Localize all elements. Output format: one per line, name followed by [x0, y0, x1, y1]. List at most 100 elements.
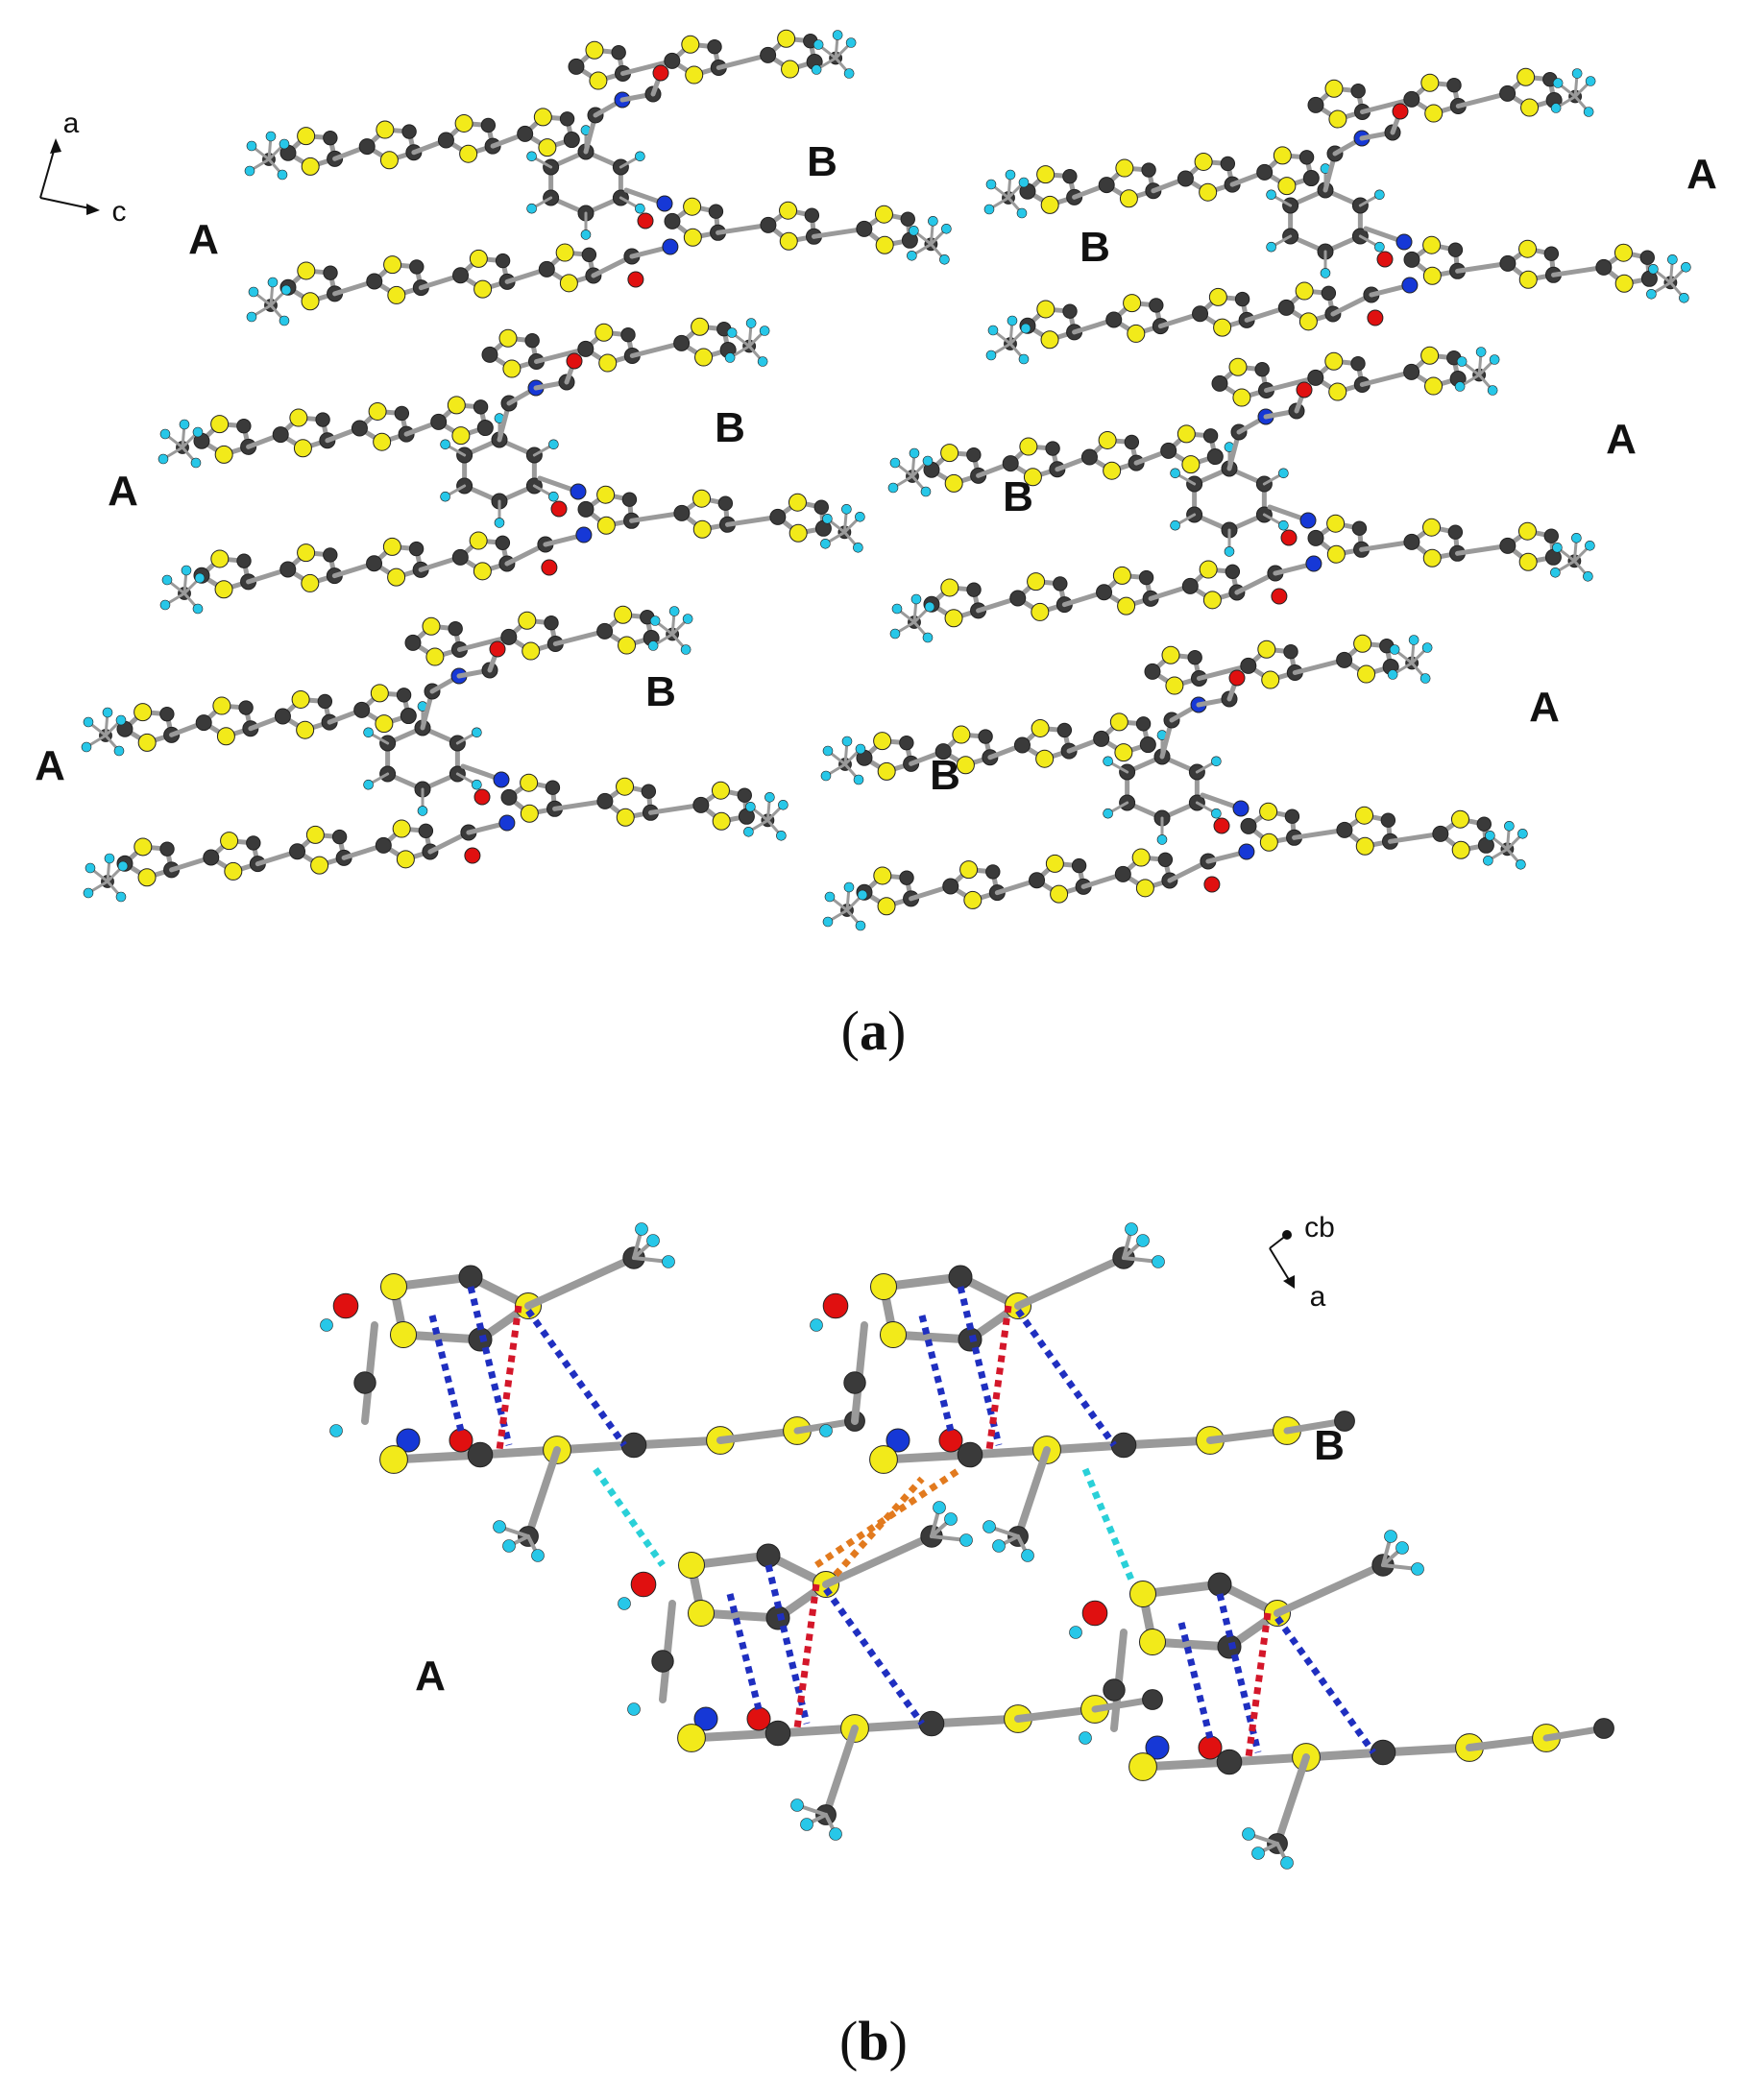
hydrogen-atom	[472, 727, 482, 738]
carbon-atom	[1225, 564, 1241, 579]
sulfur-atom	[1261, 670, 1280, 689]
hydrogen-atom	[920, 486, 932, 497]
hydrogen-atom	[1571, 68, 1583, 79]
hydrogen-atom	[363, 727, 374, 738]
block-label: A	[35, 742, 65, 789]
bond	[724, 514, 781, 527]
bond	[687, 1728, 783, 1743]
sulfur-atom	[559, 274, 578, 293]
sulfur-atom	[396, 850, 415, 869]
sulfur-atom	[473, 279, 493, 299]
hydrogen-atom	[440, 439, 450, 450]
contact-blue	[525, 1308, 627, 1448]
bond	[1387, 831, 1444, 844]
bond	[1455, 260, 1511, 274]
hydrogen-atom	[855, 743, 866, 755]
molecular-bilayer-2	[983, 67, 1691, 365]
carbon-atom	[813, 499, 829, 515]
hydrogen-atom	[757, 356, 768, 367]
sulfur-atom	[880, 1321, 907, 1348]
oxygen-atom	[1296, 381, 1313, 398]
contact-blue	[1274, 1615, 1376, 1755]
carbon-atom	[581, 247, 597, 262]
carbon-atom	[495, 535, 511, 550]
hydrogen-atom	[1485, 831, 1495, 841]
molecular-bilayer-5	[81, 605, 789, 903]
block-label: B	[1314, 1422, 1345, 1469]
hydrogen-atom	[161, 574, 173, 586]
carbon-atom	[1157, 852, 1174, 867]
sulfur-atom	[469, 249, 488, 268]
carbon-atom	[1543, 528, 1559, 543]
hydrogen-atom	[580, 229, 592, 240]
contact-blue	[1177, 1622, 1214, 1739]
sulfur-atom	[533, 108, 552, 127]
sulfur-atom	[293, 439, 312, 458]
carbon-atom	[236, 418, 252, 434]
nitrogen-atom	[656, 195, 673, 212]
hydrogen-atom	[1552, 78, 1564, 88]
hydrogen-atom	[1487, 385, 1498, 396]
hydrogen-atom	[668, 606, 680, 616]
hydrogen-atom	[933, 1501, 946, 1514]
sulfur-atom	[520, 804, 539, 823]
bond	[1274, 1561, 1387, 1617]
bond	[533, 346, 589, 365]
sulfur-atom	[956, 756, 975, 775]
sulfur-atom	[469, 531, 488, 550]
carbon-atom	[272, 426, 289, 444]
sulfur-atom	[688, 1600, 715, 1627]
oxygen-atom	[1203, 876, 1221, 893]
carbon-atom	[948, 1265, 973, 1290]
nitrogen-atom	[396, 1428, 421, 1453]
hydrogen-atom	[824, 891, 836, 903]
carbon-atom	[366, 555, 383, 572]
oxygen-atom	[627, 271, 644, 288]
bond	[1359, 96, 1415, 115]
carbon-atom	[1298, 150, 1315, 165]
caption-b-open: (	[839, 2010, 859, 2072]
hydrogen-atom	[743, 827, 754, 837]
hydrogen-atom	[1170, 468, 1180, 479]
hydrogen-atom	[265, 131, 277, 142]
hydrogen-atom	[822, 916, 834, 928]
hydrogen-atom	[1278, 519, 1289, 531]
bond	[811, 226, 867, 239]
nitrogen-atom	[1401, 277, 1419, 294]
hydrogen-atom	[776, 831, 787, 841]
bond	[879, 1450, 975, 1464]
hydrogen-atom	[832, 30, 843, 40]
hydrogen-atom	[829, 1827, 842, 1841]
axis-label-c: c	[112, 196, 127, 228]
caption-a-open: (	[840, 1000, 860, 1062]
sulfur-atom	[451, 426, 471, 446]
sulfur-atom	[390, 1321, 417, 1348]
carbon-atom	[621, 492, 638, 507]
carbon-atom	[1307, 529, 1324, 546]
axis-arrow-down	[1283, 1275, 1295, 1289]
sulfur-atom	[1050, 884, 1069, 904]
block-label: A	[1529, 684, 1560, 731]
sulfur-atom	[1040, 195, 1059, 214]
hydrogen-atom	[494, 518, 505, 528]
hydrogen-atom	[277, 169, 288, 181]
carbon-atom	[315, 412, 330, 427]
sulfur-atom	[1115, 158, 1134, 178]
hydrogen-atom	[627, 1702, 641, 1716]
sulfur-atom	[594, 323, 614, 342]
hydrogen-atom	[1585, 76, 1596, 86]
axis-indicator-b	[1269, 1230, 1295, 1289]
sulfur-atom	[1131, 848, 1151, 867]
sulfur-atom	[598, 353, 618, 373]
carbon-atom	[707, 39, 722, 55]
hydrogen-atom	[662, 1255, 675, 1268]
carbon-atom	[559, 111, 575, 127]
carbon-atom	[596, 622, 614, 640]
carbon-atom	[400, 708, 417, 725]
hydrogen-atom	[526, 151, 537, 162]
hydrogen-atom	[985, 350, 997, 361]
hydrogen-atom	[244, 165, 255, 177]
sulfur-atom	[1451, 840, 1470, 859]
carbon-atom	[1187, 650, 1202, 665]
